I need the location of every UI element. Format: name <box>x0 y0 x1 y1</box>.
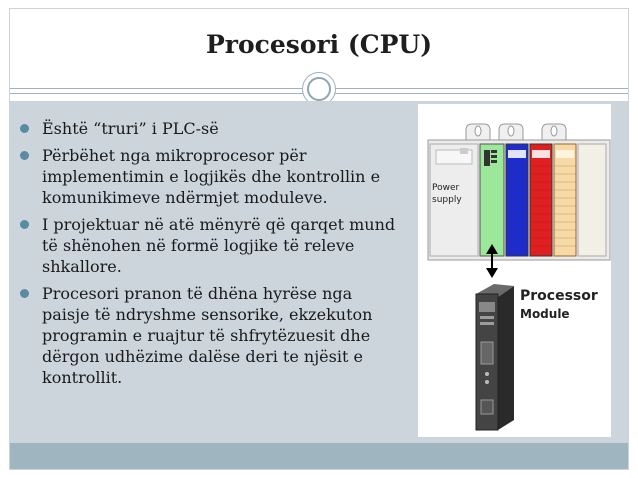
bullet-item: Përbëhet nga mikroprocesor për implement… <box>18 145 403 208</box>
bullet-dot-icon <box>20 151 29 160</box>
plc-diagram: Power supply <box>427 123 611 431</box>
bullet-text: Procesori pranon të dhëna hyrëse nga pai… <box>42 284 373 387</box>
slide-frame <box>9 8 629 470</box>
bullet-list: Është “truri” i PLC-së Përbëhet nga mikr… <box>18 118 403 394</box>
bullet-dot-icon <box>20 124 29 133</box>
empty-slot <box>577 143 607 257</box>
slide-title: Procesori (CPU) <box>205 30 433 59</box>
bullet-dot-icon <box>20 220 29 229</box>
bullet-item: Procesori pranon të dhëna hyrëse nga pai… <box>18 283 403 388</box>
io-module-red <box>529 143 553 257</box>
io-module-orange <box>553 143 577 257</box>
bullet-dot-icon <box>20 289 29 298</box>
bullet-text: Është “truri” i PLC-së <box>42 119 219 138</box>
power-supply-label: supply <box>432 195 462 205</box>
processor-module-image <box>475 284 514 431</box>
bullet-item: I projektuar në atë mënyrë që qarqet mun… <box>18 214 403 277</box>
io-module-blue <box>505 143 529 257</box>
footer-band <box>10 443 628 469</box>
bullet-text: I projektuar në atë mënyrë që qarqet mun… <box>42 215 396 276</box>
bullet-text: Përbëhet nga mikroprocesor për implement… <box>42 146 381 207</box>
module-label: Module <box>520 307 570 321</box>
processor-label: Processor <box>520 288 598 304</box>
circle-ornament-icon <box>302 72 336 106</box>
plc-figure: Power supply <box>418 104 611 437</box>
bullet-item: Është “truri” i PLC-së <box>18 118 403 139</box>
mounting-tabs-icon <box>465 123 567 141</box>
down-arrow-icon <box>486 244 498 278</box>
power-supply-label: Power <box>432 183 460 193</box>
